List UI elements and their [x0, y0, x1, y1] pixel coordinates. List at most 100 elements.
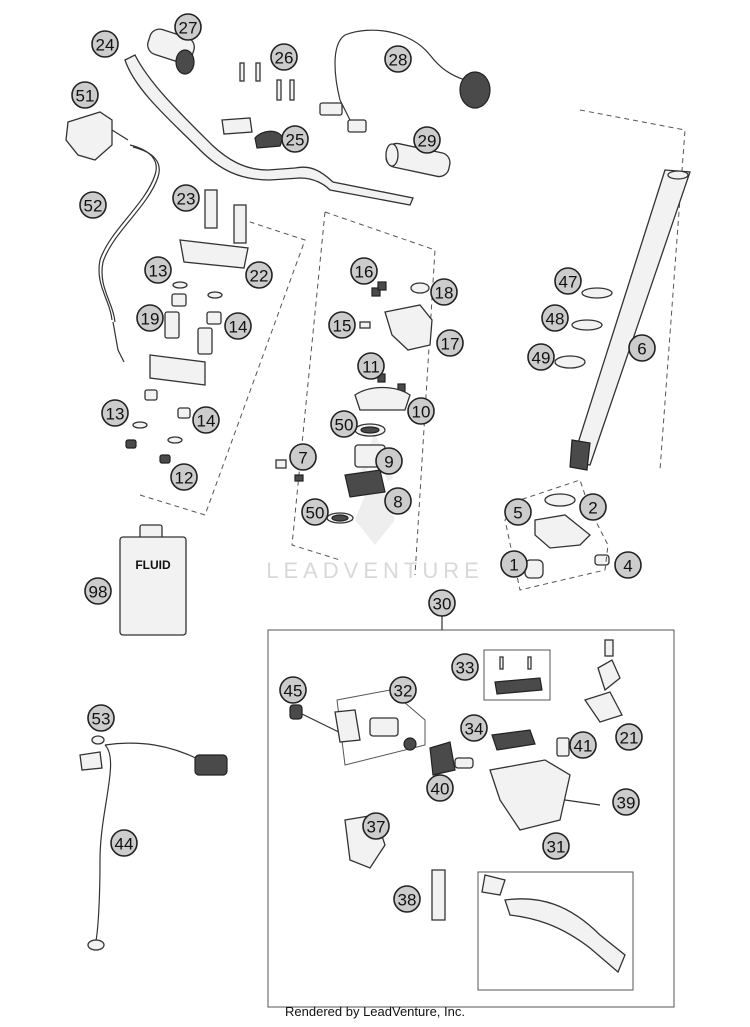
callout-33: 33 — [451, 653, 479, 681]
callout-number: 47 — [559, 273, 578, 292]
callout-4: 4 — [614, 551, 642, 579]
callout-2: 2 — [579, 493, 607, 521]
callout-30: 30 — [428, 589, 456, 617]
callout-number: 26 — [275, 49, 294, 68]
callout-number: 40 — [431, 780, 450, 799]
callout-number: 11 — [362, 358, 380, 377]
heated-grip-wire — [319, 29, 491, 133]
callout-number: 7 — [298, 449, 307, 468]
callout-39: 39 — [612, 788, 640, 816]
callout-26: 26 — [270, 43, 298, 71]
callout-25: 25 — [281, 125, 309, 153]
callout-number: 14 — [197, 412, 216, 431]
callout-number: 18 — [435, 284, 454, 303]
throttle-cable — [98, 144, 160, 363]
callout-47: 47 — [554, 267, 582, 295]
middle-stack — [275, 211, 436, 576]
callout-number: 44 — [115, 835, 134, 854]
fluid-bottle — [119, 524, 187, 636]
callout-number: 13 — [149, 262, 168, 281]
callout-number: 8 — [393, 493, 402, 512]
callout-number: 2 — [588, 499, 597, 518]
callout-number: 53 — [92, 710, 111, 729]
callout-49: 49 — [527, 343, 555, 371]
callout-7: 7 — [289, 443, 317, 471]
callout-number: 29 — [418, 132, 437, 151]
callout-18: 18 — [430, 278, 458, 306]
callout-40: 40 — [426, 774, 454, 802]
callout-14: 14 — [224, 312, 252, 340]
callout-number: 31 — [547, 838, 566, 857]
callout-23: 23 — [172, 184, 200, 212]
callout-number: 50 — [335, 416, 354, 435]
callout-number: 5 — [513, 504, 522, 523]
fluid-label: FLUID — [135, 558, 171, 572]
callout-41: 41 — [569, 731, 597, 759]
callout-number: 30 — [433, 595, 452, 614]
callout-number: 14 — [229, 318, 248, 337]
brake-line — [79, 735, 228, 951]
callout-16: 16 — [350, 257, 378, 285]
callout-number: 24 — [96, 36, 115, 55]
callout-13: 13 — [144, 256, 172, 284]
callout-44: 44 — [110, 829, 138, 857]
callout-32: 32 — [389, 676, 417, 704]
callout-17: 17 — [436, 329, 464, 357]
callout-number: 27 — [179, 19, 198, 38]
left-grip — [147, 28, 195, 75]
callout-98: 98 — [84, 577, 112, 605]
callout-number: 38 — [398, 891, 417, 910]
callout-11: 11 — [357, 352, 385, 380]
callout-number: 6 — [637, 340, 646, 359]
callout-number: 50 — [306, 504, 325, 523]
callout-number: 28 — [389, 51, 408, 70]
callout-8: 8 — [384, 487, 412, 515]
callout-22: 22 — [245, 261, 273, 289]
callout-12: 12 — [170, 463, 198, 491]
callout-number: 13 — [106, 405, 125, 424]
callout-number: 48 — [546, 310, 565, 329]
callout-50: 50 — [301, 498, 329, 526]
callout-6: 6 — [628, 334, 656, 362]
callout-number: 51 — [76, 87, 95, 106]
callout-number: 4 — [623, 557, 632, 576]
render-credit: Rendered by LeadVenture, Inc. — [285, 1004, 465, 1019]
callout-number: 37 — [367, 818, 386, 837]
callout-number: 49 — [532, 349, 551, 368]
callout-31: 31 — [542, 832, 570, 860]
callout-number: 25 — [286, 131, 305, 150]
upper-clamp-stack — [125, 189, 306, 516]
callout-number: 17 — [441, 335, 460, 354]
callout-number: 39 — [617, 794, 636, 813]
callout-number: 98 — [89, 583, 108, 602]
callout-21: 21 — [615, 723, 643, 751]
callout-number: 45 — [284, 682, 303, 701]
callout-28: 28 — [384, 45, 412, 73]
callout-1: 1 — [500, 550, 528, 578]
callout-9: 9 — [375, 447, 403, 475]
callout-34: 34 — [460, 714, 488, 742]
callout-number: 33 — [456, 659, 475, 678]
callout-50: 50 — [330, 410, 358, 438]
callout-13: 13 — [101, 399, 129, 427]
screws-26 — [239, 62, 295, 101]
lower-clamp — [504, 479, 610, 591]
callout-number: 19 — [141, 310, 160, 329]
callout-24: 24 — [91, 30, 119, 58]
callout-number: 23 — [177, 190, 196, 209]
callout-number: 16 — [355, 263, 374, 282]
callout-number: 52 — [84, 197, 103, 216]
callout-number: 1 — [509, 556, 518, 575]
throttle-housing — [65, 111, 129, 161]
callout-19: 19 — [136, 304, 164, 332]
callout-10: 10 — [407, 397, 435, 425]
callout-5: 5 — [504, 498, 532, 526]
callout-14: 14 — [192, 406, 220, 434]
callout-27: 27 — [174, 13, 202, 41]
callout-53: 53 — [87, 704, 115, 732]
callout-29: 29 — [413, 126, 441, 154]
callout-number: 15 — [333, 317, 352, 336]
master-cylinder-frame — [267, 616, 675, 1008]
watermark-text: LEADVENTURE — [266, 558, 484, 583]
